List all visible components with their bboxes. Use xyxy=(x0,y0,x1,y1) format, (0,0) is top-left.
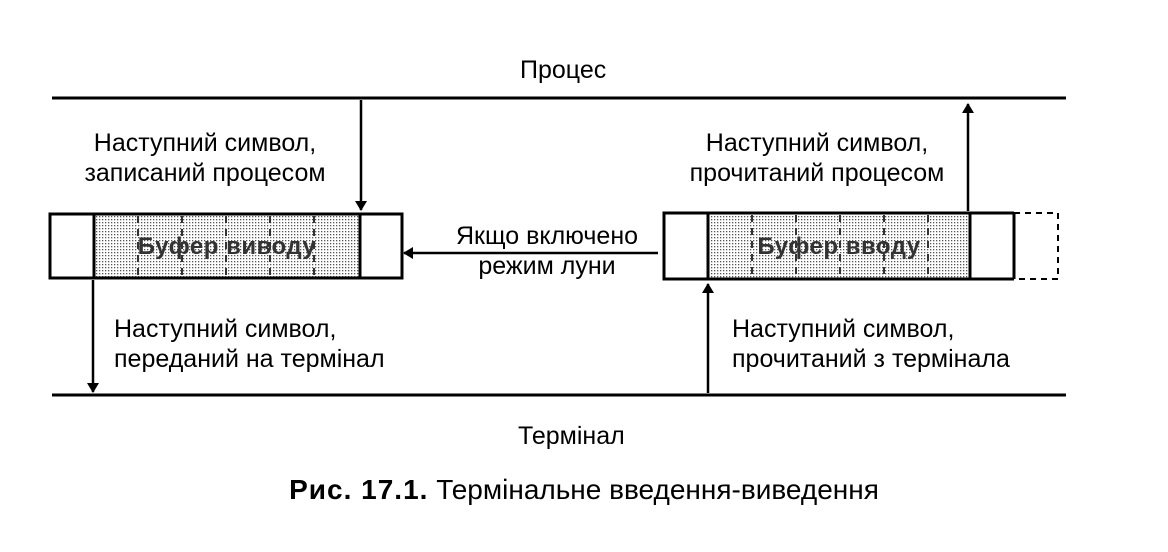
read-from-terminal-label: Наступний символ, прочитаний з термінала xyxy=(732,315,1010,373)
input-buffer xyxy=(662,211,1059,281)
input-buffer-extension xyxy=(1014,212,1059,280)
echo-mode-label: Якщо включено режим луни xyxy=(455,222,639,280)
sent-to-terminal-label: Наступний символ, переданий на термінал xyxy=(114,315,385,373)
read-by-process-label: Наступний символ, прочитаний процесом xyxy=(689,129,945,187)
figure-caption: Рис. 17.1. Термінальне введення-виведенн… xyxy=(0,474,1168,506)
figure-number: Рис. 17.1. xyxy=(289,474,429,505)
terminal-label: Термінал xyxy=(518,422,625,450)
figure-title: Термінальне введення-виведення xyxy=(436,474,879,505)
input-buffer-label: Буфер вводу xyxy=(757,233,921,260)
output-buffer-label: Буфер виводу xyxy=(137,233,317,260)
written-by-process-label: Наступний символ, записаний процесом xyxy=(84,129,326,187)
output-buffer xyxy=(48,212,404,280)
process-label: Процес xyxy=(520,56,607,84)
